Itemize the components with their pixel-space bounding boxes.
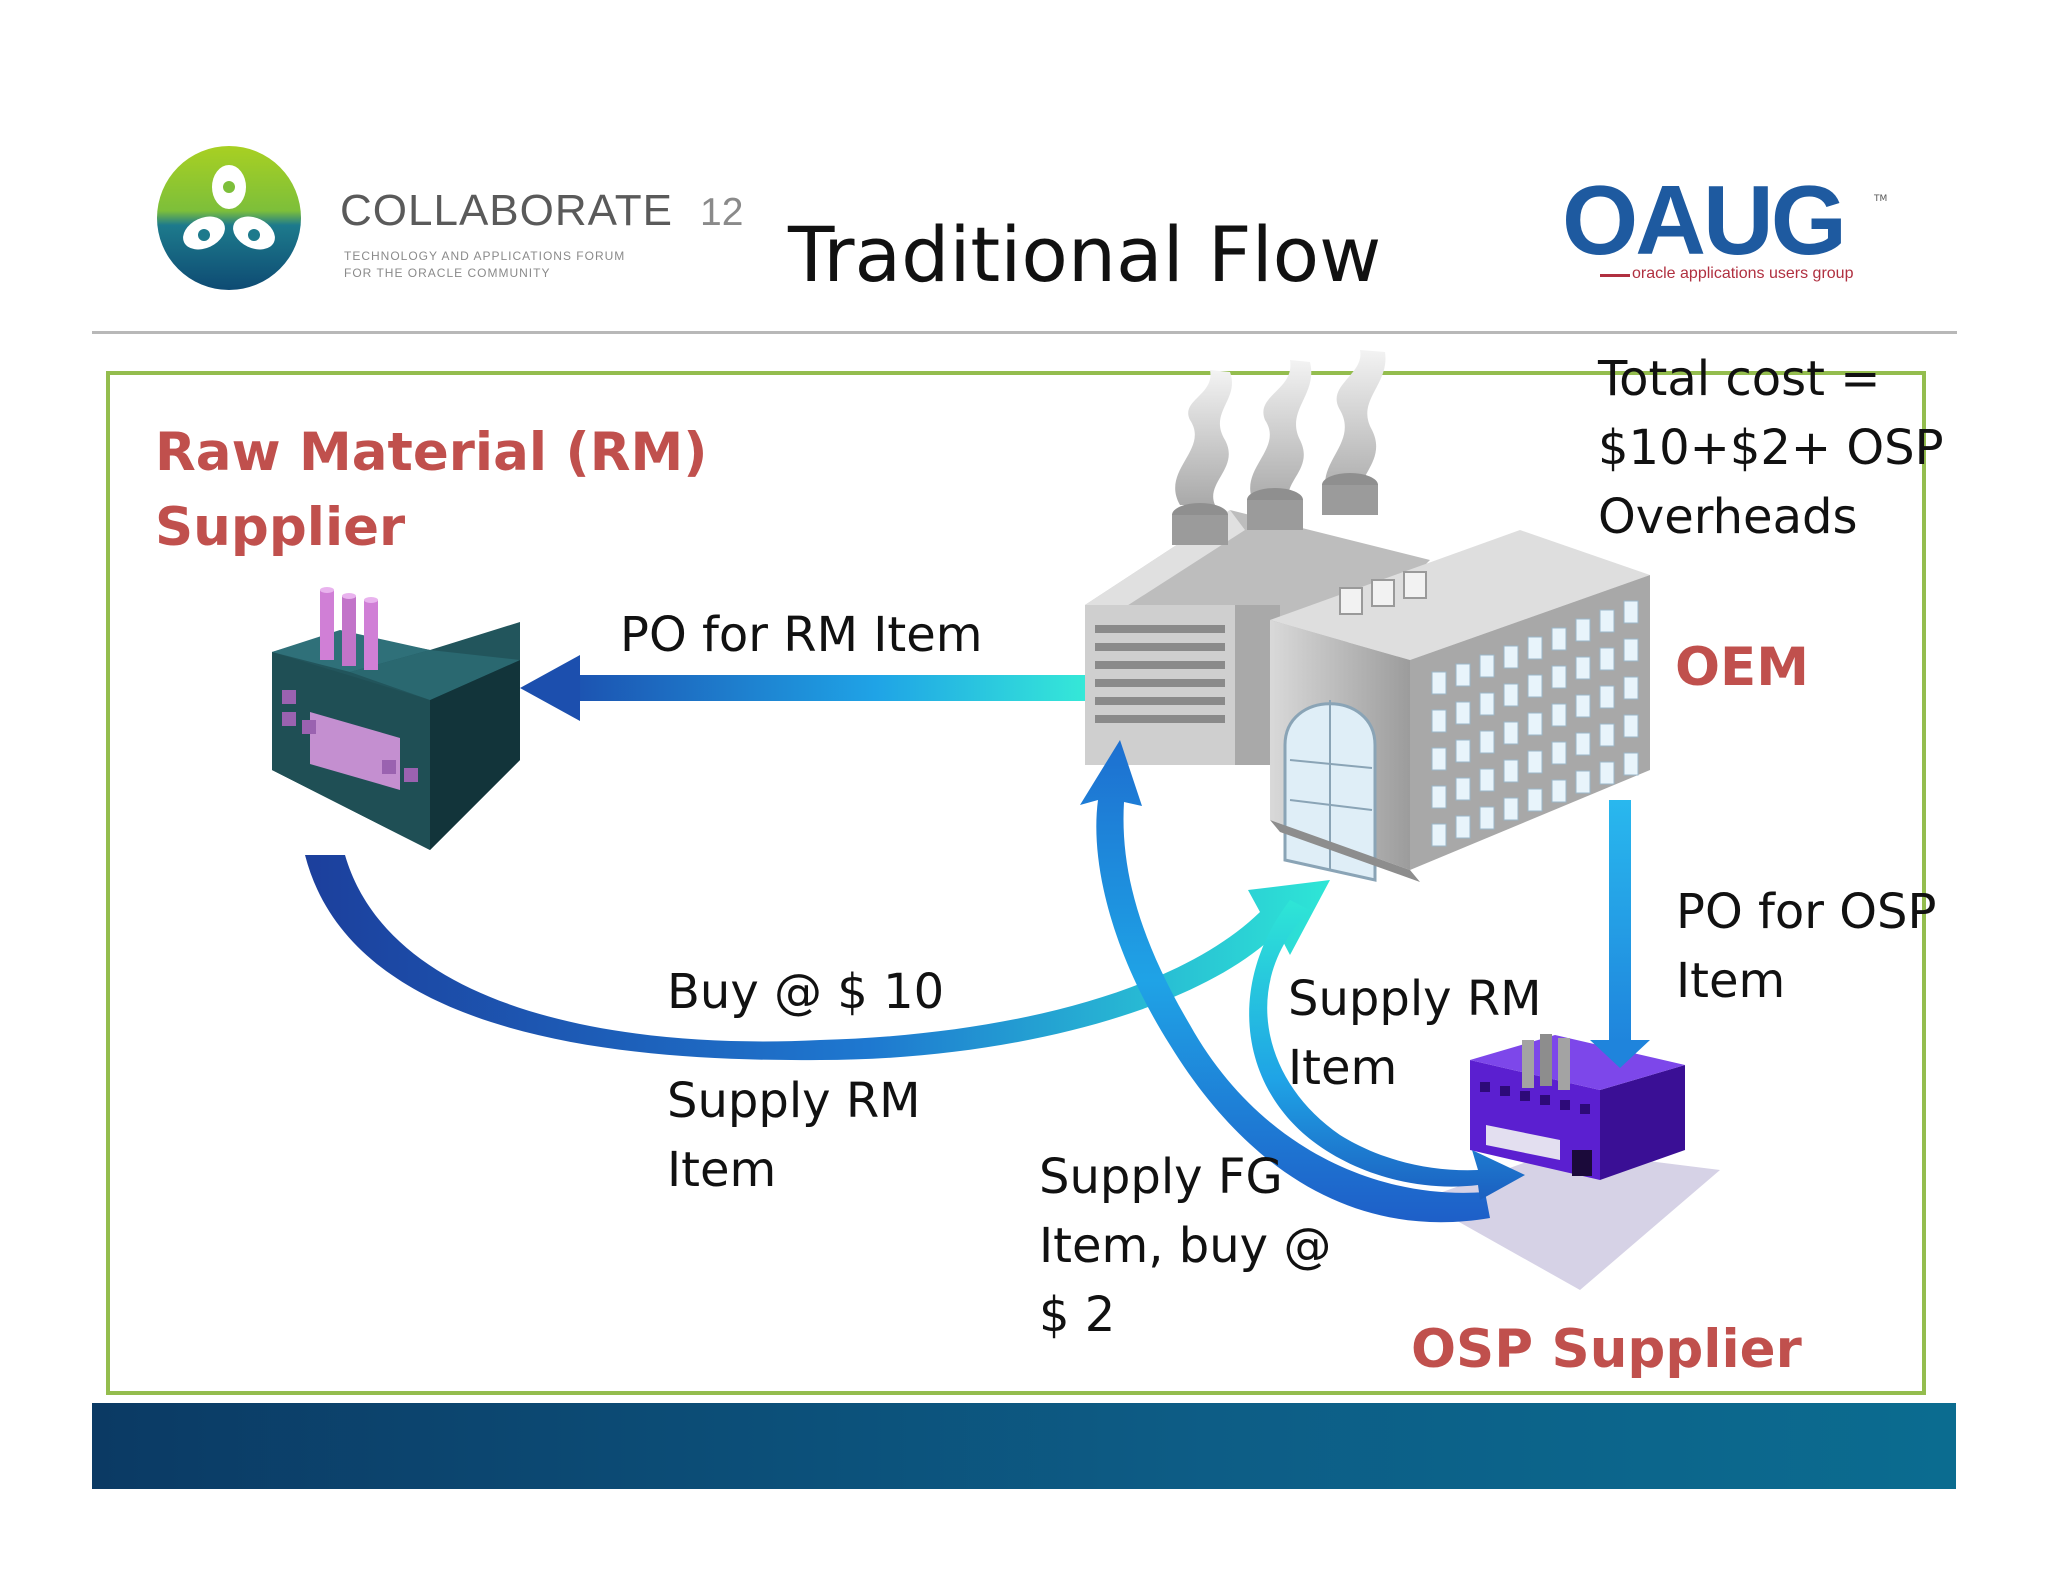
collaborate-year: 12 [700,191,744,234]
rm-supplier-label: Raw Material (RM) Supplier [155,415,707,565]
rm-supplier-label-line1: Raw Material (RM) [155,422,708,483]
supply-fg-line1: Supply FG [1039,1149,1283,1205]
supply-rm-oem-label: Supply RM Item [667,1067,921,1205]
trefoil-logo-icon [157,146,301,290]
teal-factory-icon [272,587,520,850]
collaborate-logo [156,145,302,291]
total-cost-note: Total cost = $10+$2+ OSP Overheads [1598,345,1944,552]
supply-rm-osp-label: Supply RM Item [1288,965,1542,1103]
supply-rm-osp-arrow [1249,900,1525,1200]
total-cost-line2: $10+$2+ OSP [1598,420,1944,476]
oaug-underline [1600,274,1630,277]
buy-rm-arrow [305,855,1330,1061]
supply-fg-line2: Item, buy @ [1039,1218,1332,1274]
po-osp-arrow [1590,800,1650,1068]
po-osp-label: PO for OSP Item [1676,878,1936,1016]
oaug-tagline: oracle applications users group [1632,265,1854,282]
po-rm-arrow [520,655,1085,721]
supply-fg-arrow [1080,740,1490,1223]
supply-rm-oem-line1: Supply RM [667,1073,921,1129]
header-divider [92,331,1957,334]
slide-title: Traditional Flow [788,210,1382,299]
oaug-trademark: TM [1874,194,1888,204]
oaug-wordmark: OAUG [1562,165,1847,275]
osp-supplier-label: OSP Supplier [1411,1319,1802,1380]
supply-fg-label: Supply FG Item, buy @ $ 2 [1039,1143,1331,1350]
grey-factory-building-icon [1085,350,1650,882]
rm-supplier-label-line2: Supplier [155,497,406,558]
supply-fg-line3: $ 2 [1039,1287,1116,1343]
po-rm-label: PO for RM Item [620,607,983,663]
buy-rm-label: Buy @ $ 10 [667,964,945,1020]
supply-rm-osp-line2: Item [1288,1040,1398,1096]
po-osp-line2: Item [1676,953,1786,1009]
total-cost-line1: Total cost = [1598,351,1881,407]
oem-label: OEM [1675,637,1810,698]
supply-rm-osp-line1: Supply RM [1288,971,1542,1027]
bottom-bar [92,1403,1956,1489]
total-cost-line3: Overheads [1598,489,1858,545]
collaborate-tagline: TECHNOLOGY AND APPLICATIONS FORUM FOR TH… [344,248,664,282]
po-osp-line1: PO for OSP [1676,884,1937,940]
supply-rm-oem-line2: Item [667,1142,777,1198]
collaborate-tagline-line2: FOR THE ORACLE COMMUNITY [344,266,551,280]
collaborate-tagline-line1: TECHNOLOGY AND APPLICATIONS FORUM [344,249,626,263]
diagram-frame [106,371,1926,1395]
collaborate-wordmark: COLLABORATE [340,186,673,235]
